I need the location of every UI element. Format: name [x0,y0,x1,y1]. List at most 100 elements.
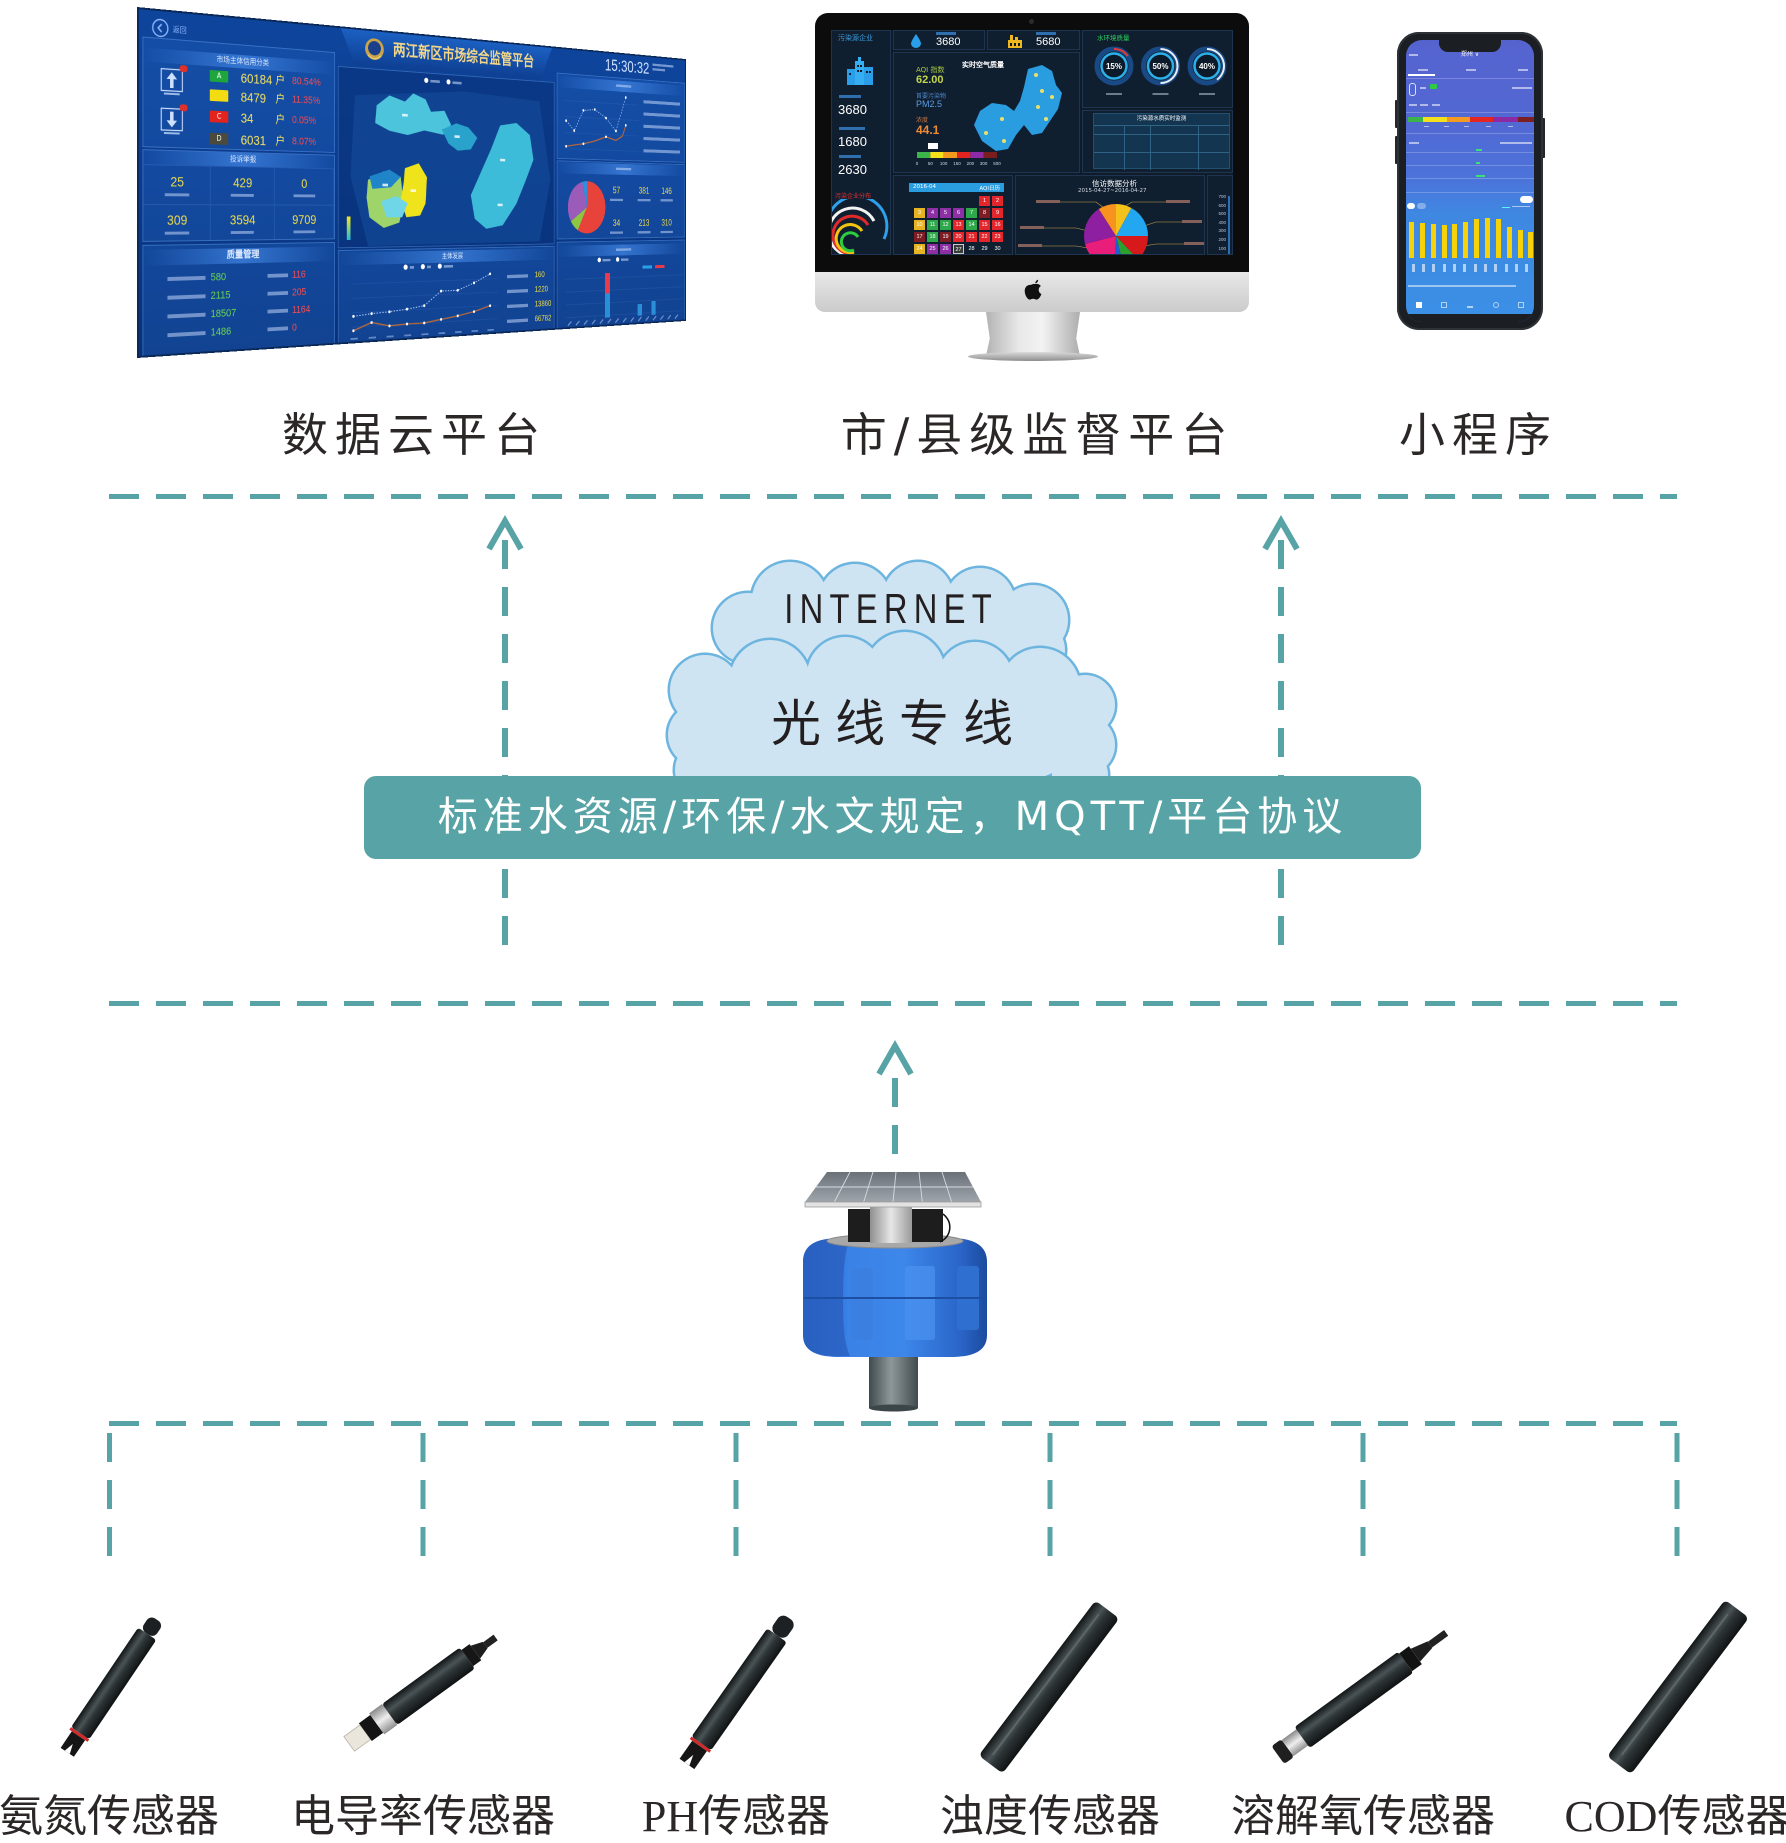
nav-home-icon[interactable] [1415,302,1422,308]
sensor-silver-band [369,1703,398,1735]
buoy-cable [939,1213,951,1243]
pie-stat: 146 [656,182,677,202]
calendar-day: 17 [914,232,925,242]
buoy-pole-bottom [869,1404,918,1412]
calendar-day: 16 [992,220,1003,230]
pollutant-value: PM2.5 [916,99,943,109]
nav-list-icon[interactable] [1441,302,1448,308]
credit-classification-panel: 市场主体信用分类 A 60184 户 80.54% 8479 户 11.35% [142,36,335,153]
sensor-cable [1427,1630,1449,1648]
development-line-chart [346,270,500,340]
scale-segment [943,152,957,158]
aqi-band-segment [1408,117,1423,122]
notification-badge [179,64,188,73]
calendar-day: 28 [968,246,975,252]
credit-percent: 8.07% [292,135,317,148]
gauge-progress-arc [1113,48,1129,57]
calendar-day: 12 [940,220,951,230]
scale-tick-label: 500 [993,161,1001,166]
pie-stat: 34 [605,214,627,234]
stat-value: 9709 [292,212,317,228]
calendar-day: 20 [953,232,964,242]
complaint-stats-grid: 25 429 0 309 3594 9709 [143,164,335,242]
pie-slice [1084,208,1116,244]
aqi-label: AQI 指数 [916,66,945,74]
active-tab-indicator [1408,74,1435,76]
credit-unit: 户 [275,92,285,106]
credit-percent: 0.05% [292,114,317,127]
stat-value: 66782 [534,313,552,324]
back-arrow-icon [151,17,169,38]
calendar-day: 18 [927,232,938,242]
scale-tick-label: 0 [916,161,919,166]
gauge-label: 50% [1152,62,1168,71]
stat-value: 25 [170,173,185,190]
calendar-title: AQI日历 [979,186,1000,192]
enterprise-key: 2630 [838,162,867,177]
air-quality-panel: AQI 指数 62.00 首要污染物 PM2.5 浓度 44.1 实时空气质量 … [893,52,1080,173]
apple-logo-icon [1024,279,1042,300]
aqi-band-segment [1493,117,1518,122]
calendar-day: 15 [979,220,990,230]
scale-segment [930,152,944,158]
pie-slice [1085,236,1116,254]
water-drop-icon [911,34,921,48]
petition-pie-chart [1018,200,1204,254]
petition-analysis-panel: 信访数据分析 2015-04-27~2016-04-27 [1015,175,1205,255]
credit-downgrade-icon [159,104,188,136]
nav-map-icon[interactable] [1492,302,1499,308]
dashboard-date-block [652,63,674,76]
hourly-aqi-bar [1474,219,1480,258]
dashboard-clock: 15:30:32 [604,56,650,78]
calendar-day: 14 [966,220,977,230]
hourly-aqi-bar [1409,221,1414,258]
camera-dot [1029,19,1034,24]
panel-title-bar [557,243,685,258]
nav-profile-icon[interactable] [1518,302,1525,308]
bar [651,300,656,315]
aqi-level-badge [1430,84,1437,89]
phone-notch [1439,40,1501,52]
trend-line-chart [563,88,641,161]
bar [637,303,642,316]
credit-unit: 户 [275,73,285,88]
stat-value: 0 [301,175,308,191]
gauge-label: 15% [1106,62,1122,71]
scale-segment [983,152,997,158]
development-stat: 66782 [507,313,554,327]
development-stat: 13860 [507,298,554,312]
stat-value: 160 [534,270,545,280]
buoy-rib [851,1268,873,1340]
enterprise-panel: 污染源企业 3680 1680 2630 污染企业分布 [831,30,891,255]
grade-badge: C [209,110,229,123]
petition-range: 2015-04-27~2016-04-27 [1078,188,1147,194]
calendar-day: 23 [992,232,1003,242]
sensor-red-ring [689,1736,712,1753]
back-label: 返回 [172,24,187,35]
scale-tick-label: 100 [940,161,948,166]
district-map-panel [337,65,555,249]
nav-chart-icon[interactable] [1466,302,1473,308]
grade-badge [209,89,229,102]
hourly-aqi-bar [1452,224,1458,258]
pie-stat: 57 [605,181,627,202]
stat-value: 5680 [1036,36,1061,48]
grade-badge: A [209,69,229,83]
credit-count: 34 [240,110,254,126]
sensor-body [980,1602,1118,1772]
aqi-digit-glyph [1409,83,1416,96]
stat-value: 213 [638,217,650,229]
calendar-day: 26 [940,244,951,254]
pie-stat: 310 [656,214,677,234]
axis-tick-label: 500 [1218,211,1226,217]
gauge-progress-arc [1160,48,1179,84]
calendar-day: 22 [979,232,990,242]
mini-program-phone: 郑州 ∨ [1397,32,1543,330]
grade-badge: D [209,132,229,145]
sensor-label-dissolved-oxygen: 溶解氧传感器 [1231,1792,1495,1841]
sensor-white-tip [343,1724,372,1752]
chart-toggle [1520,196,1533,203]
emblem-icon [364,37,386,64]
